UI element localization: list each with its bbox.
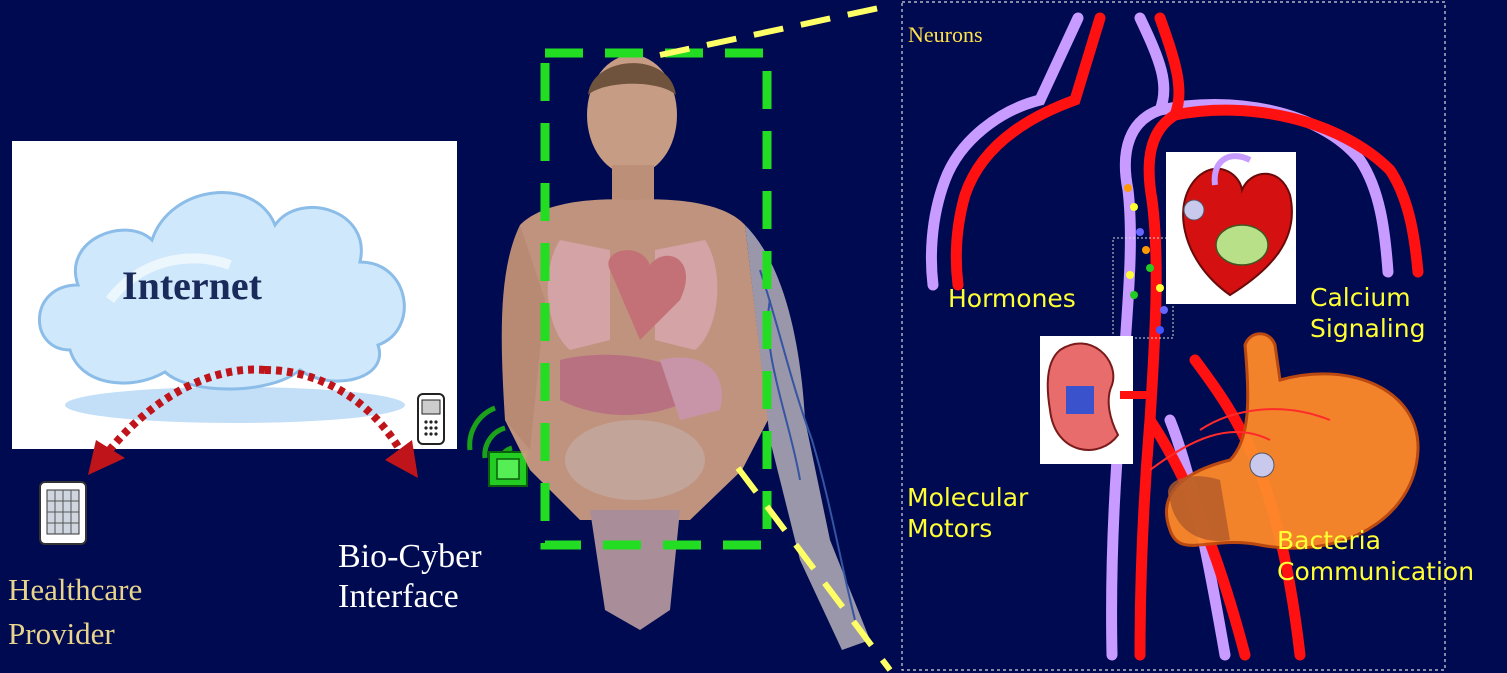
neurons-label: Neurons (908, 22, 983, 48)
stomach-icon (1150, 334, 1418, 548)
motors-line1: Molecular (907, 482, 1028, 513)
interface-line1: Bio-Cyber (338, 537, 482, 577)
interface-line2: Interface (338, 577, 482, 617)
heart-icon (1166, 152, 1296, 304)
hormones-label: Hormones (948, 283, 1076, 314)
bio-cyber-interface-label: Bio-Cyber Interface (338, 537, 482, 617)
calcium-signaling-label: Calcium Signaling (1310, 282, 1425, 344)
healthcare-line2: Provider (8, 612, 142, 656)
human-body-icon (502, 55, 870, 650)
implant-icon (489, 452, 527, 486)
calcium-line1: Calcium (1310, 282, 1425, 313)
tablet-icon (40, 482, 86, 544)
calcium-line2: Signaling (1310, 313, 1425, 344)
healthcare-provider-label: Healthcare Provider (8, 568, 142, 656)
motors-line2: Motors (907, 513, 1028, 544)
healthcare-line1: Healthcare (8, 568, 142, 612)
bacteria-line1: Bacteria (1277, 525, 1474, 556)
internet-label: Internet (122, 262, 262, 309)
kidney-icon (1040, 336, 1150, 464)
molecular-motors-label: Molecular Motors (907, 482, 1028, 544)
bacteria-communication-label: Bacteria Communication (1277, 525, 1474, 587)
bacteria-line2: Communication (1277, 556, 1474, 587)
